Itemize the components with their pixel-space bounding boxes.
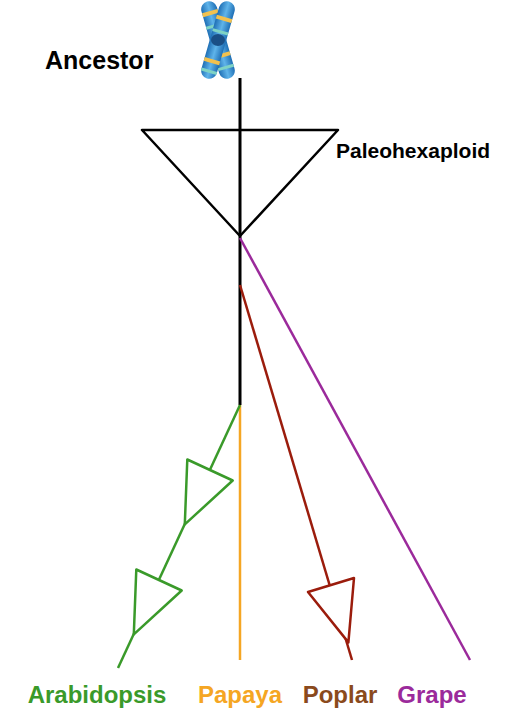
papaya-branch xyxy=(239,405,242,660)
species-label: Arabidopsis xyxy=(28,681,167,709)
species-label: Grape xyxy=(397,681,466,709)
chromosome-icon xyxy=(199,0,236,81)
polyploidy-triangle xyxy=(142,130,338,236)
event-label: Paleohexaploid xyxy=(336,139,490,163)
arabidopsis-branch xyxy=(118,405,240,668)
polyploidy-triangle xyxy=(308,578,354,642)
species-label: Papaya xyxy=(198,681,282,709)
polyploidy-triangle xyxy=(185,460,233,525)
polyploidy-triangle xyxy=(134,570,182,635)
ancestor-label: Ancestor xyxy=(45,46,153,75)
grape-branch xyxy=(240,238,470,660)
species-label: Poplar xyxy=(303,681,378,709)
